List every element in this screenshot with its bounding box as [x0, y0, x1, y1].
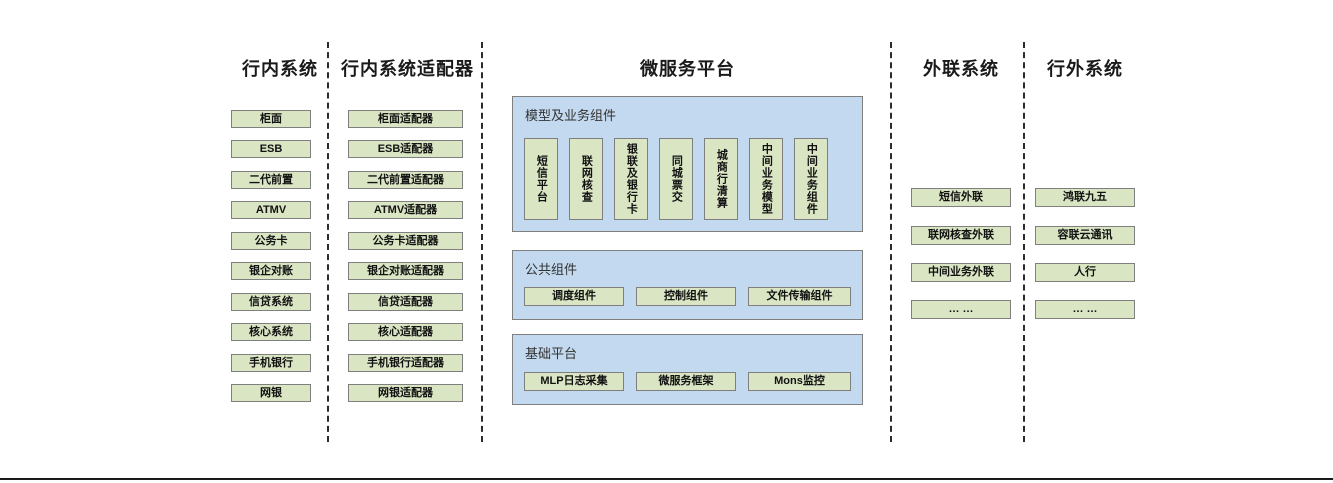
node-model-component[interactable]: 联网核查: [569, 138, 603, 220]
node-adapter[interactable]: ATMV适配器: [348, 201, 463, 219]
node-external-link-system[interactable]: 联网核查外联: [911, 226, 1011, 245]
node-model-component[interactable]: 中间业务模型: [749, 138, 783, 220]
node-in-bank-system[interactable]: 柜面: [231, 110, 311, 128]
panel-title-model-business-components: 模型及业务组件: [525, 108, 617, 123]
panel-title-base-platform: 基础平台: [525, 346, 578, 361]
node-adapter[interactable]: 银企对账适配器: [348, 262, 463, 280]
column-title-in-bank-systems: 行内系统: [242, 59, 318, 79]
node-adapter[interactable]: 网银适配器: [348, 384, 463, 402]
column-title-external-link-systems: 外联系统: [923, 59, 999, 79]
column-title-in-bank-adapters: 行内系统适配器: [341, 59, 474, 79]
node-adapter[interactable]: 核心适配器: [348, 323, 463, 341]
node-adapter[interactable]: 二代前置适配器: [348, 171, 463, 189]
node-external-link-system[interactable]: … …: [911, 300, 1011, 319]
node-off-bank-system[interactable]: 人行: [1035, 263, 1135, 282]
node-in-bank-system[interactable]: 核心系统: [231, 323, 311, 341]
panel-public-components: 公共组件: [512, 250, 863, 320]
node-adapter[interactable]: 手机银行适配器: [348, 354, 463, 372]
bottom-divider: [0, 478, 1333, 480]
column-divider-2: [481, 42, 483, 442]
node-in-bank-system[interactable]: ATMV: [231, 201, 311, 219]
node-external-link-system[interactable]: 中间业务外联: [911, 263, 1011, 282]
node-off-bank-system[interactable]: 鸿联九五: [1035, 188, 1135, 207]
node-in-bank-system[interactable]: ESB: [231, 140, 311, 158]
node-adapter[interactable]: 信贷适配器: [348, 293, 463, 311]
column-divider-1: [327, 42, 329, 442]
platform-title: 微服务平台: [640, 59, 735, 79]
node-in-bank-system[interactable]: 二代前置: [231, 171, 311, 189]
node-public-component[interactable]: 调度组件: [524, 287, 624, 306]
node-in-bank-system[interactable]: 信贷系统: [231, 293, 311, 311]
node-in-bank-system[interactable]: 公务卡: [231, 232, 311, 250]
node-off-bank-system[interactable]: 容联云通讯: [1035, 226, 1135, 245]
node-model-component[interactable]: 银联及银行卡: [614, 138, 648, 220]
node-adapter[interactable]: 公务卡适配器: [348, 232, 463, 250]
node-adapter[interactable]: ESB适配器: [348, 140, 463, 158]
node-adapter[interactable]: 柜面适配器: [348, 110, 463, 128]
node-model-component[interactable]: 城商行清算: [704, 138, 738, 220]
node-base-platform-component[interactable]: 微服务框架: [636, 372, 736, 391]
node-in-bank-system[interactable]: 网银: [231, 384, 311, 402]
node-in-bank-system[interactable]: 银企对账: [231, 262, 311, 280]
node-model-component[interactable]: 同城票交: [659, 138, 693, 220]
node-in-bank-system[interactable]: 手机银行: [231, 354, 311, 372]
node-model-component[interactable]: 中间业务组件: [794, 138, 828, 220]
node-base-platform-component[interactable]: MLP日志采集: [524, 372, 624, 391]
panel-base-platform: 基础平台: [512, 334, 863, 405]
column-divider-3: [890, 42, 892, 442]
node-off-bank-system[interactable]: … …: [1035, 300, 1135, 319]
panel-title-public-components: 公共组件: [525, 262, 578, 277]
node-model-component[interactable]: 短信平台: [524, 138, 558, 220]
column-divider-4: [1023, 42, 1025, 442]
column-title-off-bank-systems: 行外系统: [1047, 59, 1123, 79]
node-public-component[interactable]: 文件传输组件: [748, 287, 851, 306]
node-external-link-system[interactable]: 短信外联: [911, 188, 1011, 207]
node-base-platform-component[interactable]: Mons监控: [748, 372, 851, 391]
node-public-component[interactable]: 控制组件: [636, 287, 736, 306]
